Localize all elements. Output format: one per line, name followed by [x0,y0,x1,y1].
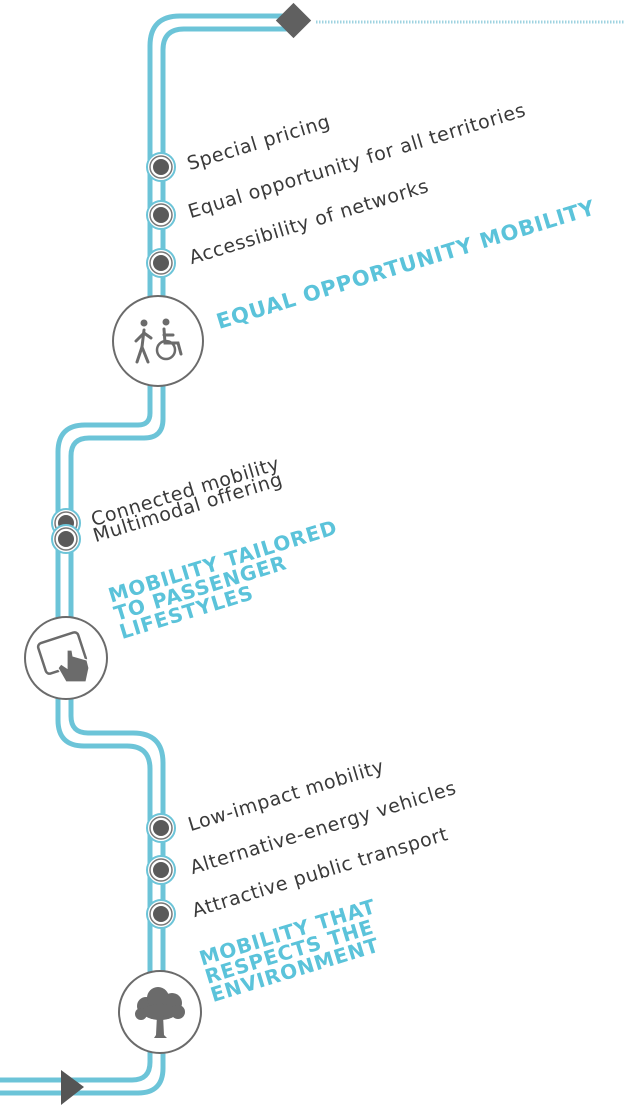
stop [146,152,176,182]
start-diamond-marker [275,2,312,39]
stop [146,248,176,278]
walking-and-wheelchair-icon [112,295,204,387]
stop [146,855,176,885]
end-arrow-marker [61,1070,84,1105]
tablet-touch-icon [24,616,108,700]
tree-icon [118,970,202,1054]
stop [146,899,176,929]
stop [146,813,176,843]
stop [146,200,176,230]
stop [51,524,81,554]
